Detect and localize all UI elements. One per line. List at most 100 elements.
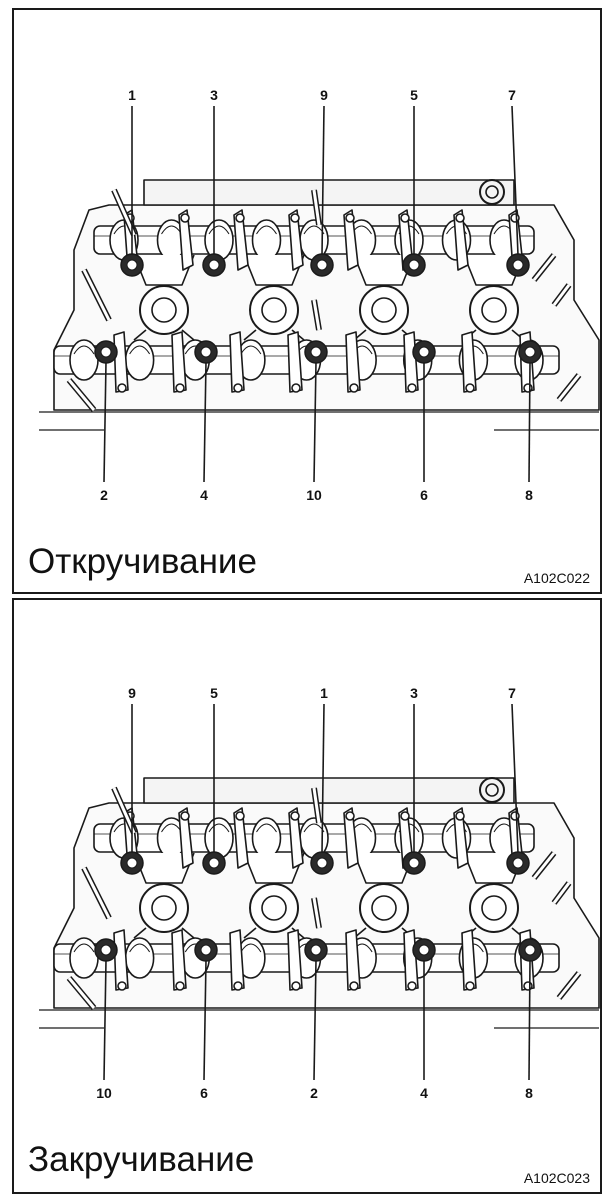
adjuster-nut <box>349 981 359 991</box>
rocker-finger <box>233 209 249 271</box>
bolt-center <box>316 259 328 271</box>
leader-line <box>203 959 207 1081</box>
adjuster-nut <box>407 383 417 393</box>
rocker-finger <box>345 331 361 393</box>
bolt-number-label: 8 <box>525 487 533 503</box>
stud-highlight <box>557 972 581 999</box>
timing-ring-inner <box>485 783 499 797</box>
adjuster-nut <box>510 213 520 223</box>
figure-code: A102C023 <box>523 1170 590 1186</box>
stud-highlight <box>82 867 111 919</box>
adjuster-nut <box>175 383 185 393</box>
leader-line <box>313 959 317 1081</box>
spark-plug-bore <box>261 297 287 323</box>
rocker-finger <box>229 929 245 991</box>
tightening-caption: Закручивание <box>28 1140 255 1179</box>
rocker-finger <box>229 331 245 393</box>
bolt-number-label: 9 <box>128 685 136 701</box>
adjuster-nut <box>175 981 185 991</box>
bolt-center <box>126 857 138 869</box>
bolt-center <box>524 346 536 358</box>
leader-line <box>511 105 519 256</box>
rocker-finger <box>461 331 477 393</box>
cam-lobe-shading <box>240 345 262 355</box>
adjuster-nut <box>407 981 417 991</box>
bolt-center <box>418 944 430 956</box>
bolt-number-label: 4 <box>200 487 208 503</box>
bolt-number-label: 10 <box>96 1085 112 1101</box>
cam-lobe-shading <box>240 943 262 953</box>
head-top-rail <box>143 179 515 206</box>
adjuster-nut <box>455 213 465 223</box>
bolt-center <box>512 857 524 869</box>
stud-highlight <box>67 379 96 411</box>
adjuster-nut <box>400 213 410 223</box>
adjuster-nut <box>291 981 301 991</box>
bolt-center <box>126 259 138 271</box>
adjuster-nut <box>180 811 190 821</box>
bolt-number-label: 3 <box>410 685 418 701</box>
cam-lobe-shading <box>73 943 95 953</box>
adjuster-nut <box>180 213 190 223</box>
rocker-finger <box>113 929 129 991</box>
stud-highlight <box>112 189 136 236</box>
bolt-center <box>512 259 524 271</box>
leader-line <box>528 361 531 483</box>
adjuster-nut <box>291 383 301 393</box>
rocker-finger <box>288 807 304 869</box>
rocker-finger <box>113 331 129 393</box>
stud-highlight <box>312 189 321 226</box>
bolt-number-label: 7 <box>508 685 516 701</box>
bolt-number-label: 10 <box>306 487 322 503</box>
adjuster-nut <box>400 811 410 821</box>
cam-lobe-shading <box>256 225 277 235</box>
cam-lobe-shading <box>208 823 230 833</box>
spark-plug-bore <box>151 895 177 921</box>
bolt-center <box>310 944 322 956</box>
bolt-center <box>200 346 212 358</box>
bolt-center <box>418 346 430 358</box>
cam-lobe-shading <box>73 345 95 355</box>
adjuster-nut <box>465 981 475 991</box>
bolt-number-label: 3 <box>210 87 218 103</box>
leader-line <box>103 361 107 483</box>
stud-highlight <box>532 852 556 879</box>
stud-highlight <box>532 254 556 281</box>
adjuster-nut <box>465 383 475 393</box>
adjuster-nut <box>233 981 243 991</box>
rocker-link <box>133 329 195 341</box>
bolt-number-label: 2 <box>310 1085 318 1101</box>
rocker-finger <box>343 209 359 271</box>
bolt-number-label: 6 <box>420 487 428 503</box>
cam-lobe-shading <box>129 943 151 953</box>
bolt-center <box>524 944 536 956</box>
adjuster-nut <box>523 981 533 991</box>
adjuster-nut <box>523 383 533 393</box>
rocker-finger <box>171 331 187 393</box>
adjuster-nut <box>349 383 359 393</box>
bolt-number-label: 4 <box>420 1085 428 1101</box>
cam-lobe-shading <box>256 823 277 833</box>
spark-plug-bore <box>371 297 397 323</box>
stud-highlight <box>552 284 571 306</box>
rocker-finger <box>178 807 194 869</box>
stud-highlight <box>312 897 321 929</box>
bolt-number-label: 6 <box>200 1085 208 1101</box>
bolt-number-label: 5 <box>210 685 218 701</box>
bolt-number-label: 1 <box>320 685 328 701</box>
spark-plug-bore <box>481 895 507 921</box>
rocker-finger <box>453 807 469 869</box>
leader-line <box>321 105 325 256</box>
loosening-caption: Откручивание <box>28 542 257 581</box>
bolt-number-label: 1 <box>128 87 136 103</box>
bolt-number-label: 2 <box>100 487 108 503</box>
leader-line <box>511 703 519 854</box>
adjuster-nut <box>235 811 245 821</box>
leader-line <box>203 361 207 483</box>
cam-lobe-shading <box>208 225 230 235</box>
stud-highlight <box>312 787 321 824</box>
spark-plug-bore <box>371 895 397 921</box>
